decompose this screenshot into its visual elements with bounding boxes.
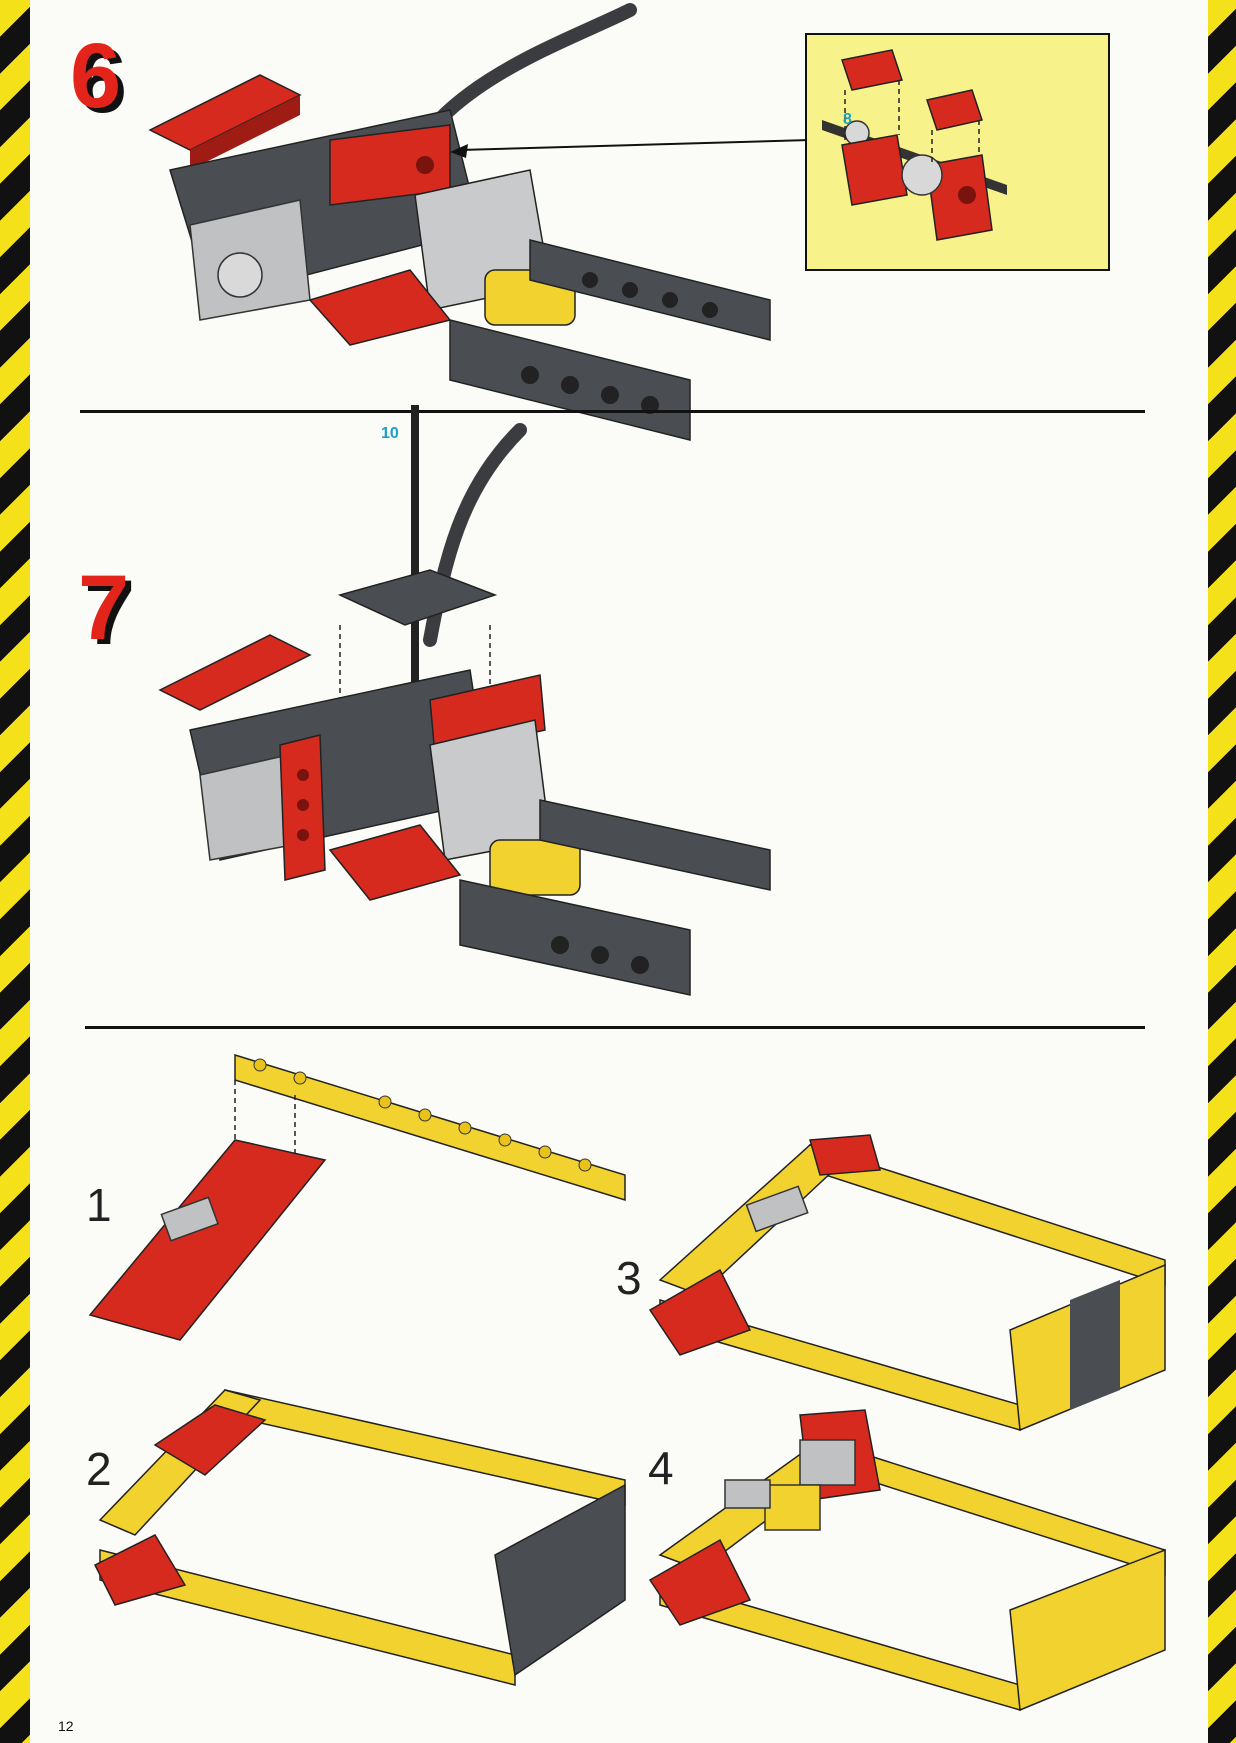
step-6-detail-inset bbox=[805, 33, 1110, 271]
sub-step-1-illustration bbox=[88, 1053, 626, 1341]
step-number-6: 6 bbox=[70, 25, 122, 127]
hazard-stripe-right-border bbox=[1208, 0, 1236, 1743]
sub-step-number-4: 4 bbox=[648, 1442, 674, 1494]
sub-step-number-2: 2 bbox=[86, 1443, 112, 1495]
step-6-assembly-illustration bbox=[148, 3, 811, 441]
step-number-7: 7 bbox=[78, 557, 130, 659]
sub-step-3-illustration bbox=[648, 1134, 1166, 1432]
sub-step-number-1: 1 bbox=[86, 1179, 112, 1231]
divider-step7-substeps bbox=[85, 1026, 1145, 1029]
hazard-stripe-left-border bbox=[0, 0, 30, 1743]
divider-step6-step7 bbox=[80, 410, 1145, 413]
sub-step-4-illustration bbox=[648, 1409, 1166, 1712]
axle-length-callout-10: 10 bbox=[381, 425, 399, 442]
sub-step-number-3: 3 bbox=[616, 1252, 642, 1304]
step-7-assembly-illustration bbox=[158, 405, 771, 996]
sub-step-2-illustration bbox=[93, 1389, 626, 1686]
axle-length-callout-8: 8 bbox=[843, 111, 852, 128]
page-number: 12 bbox=[58, 1718, 74, 1734]
